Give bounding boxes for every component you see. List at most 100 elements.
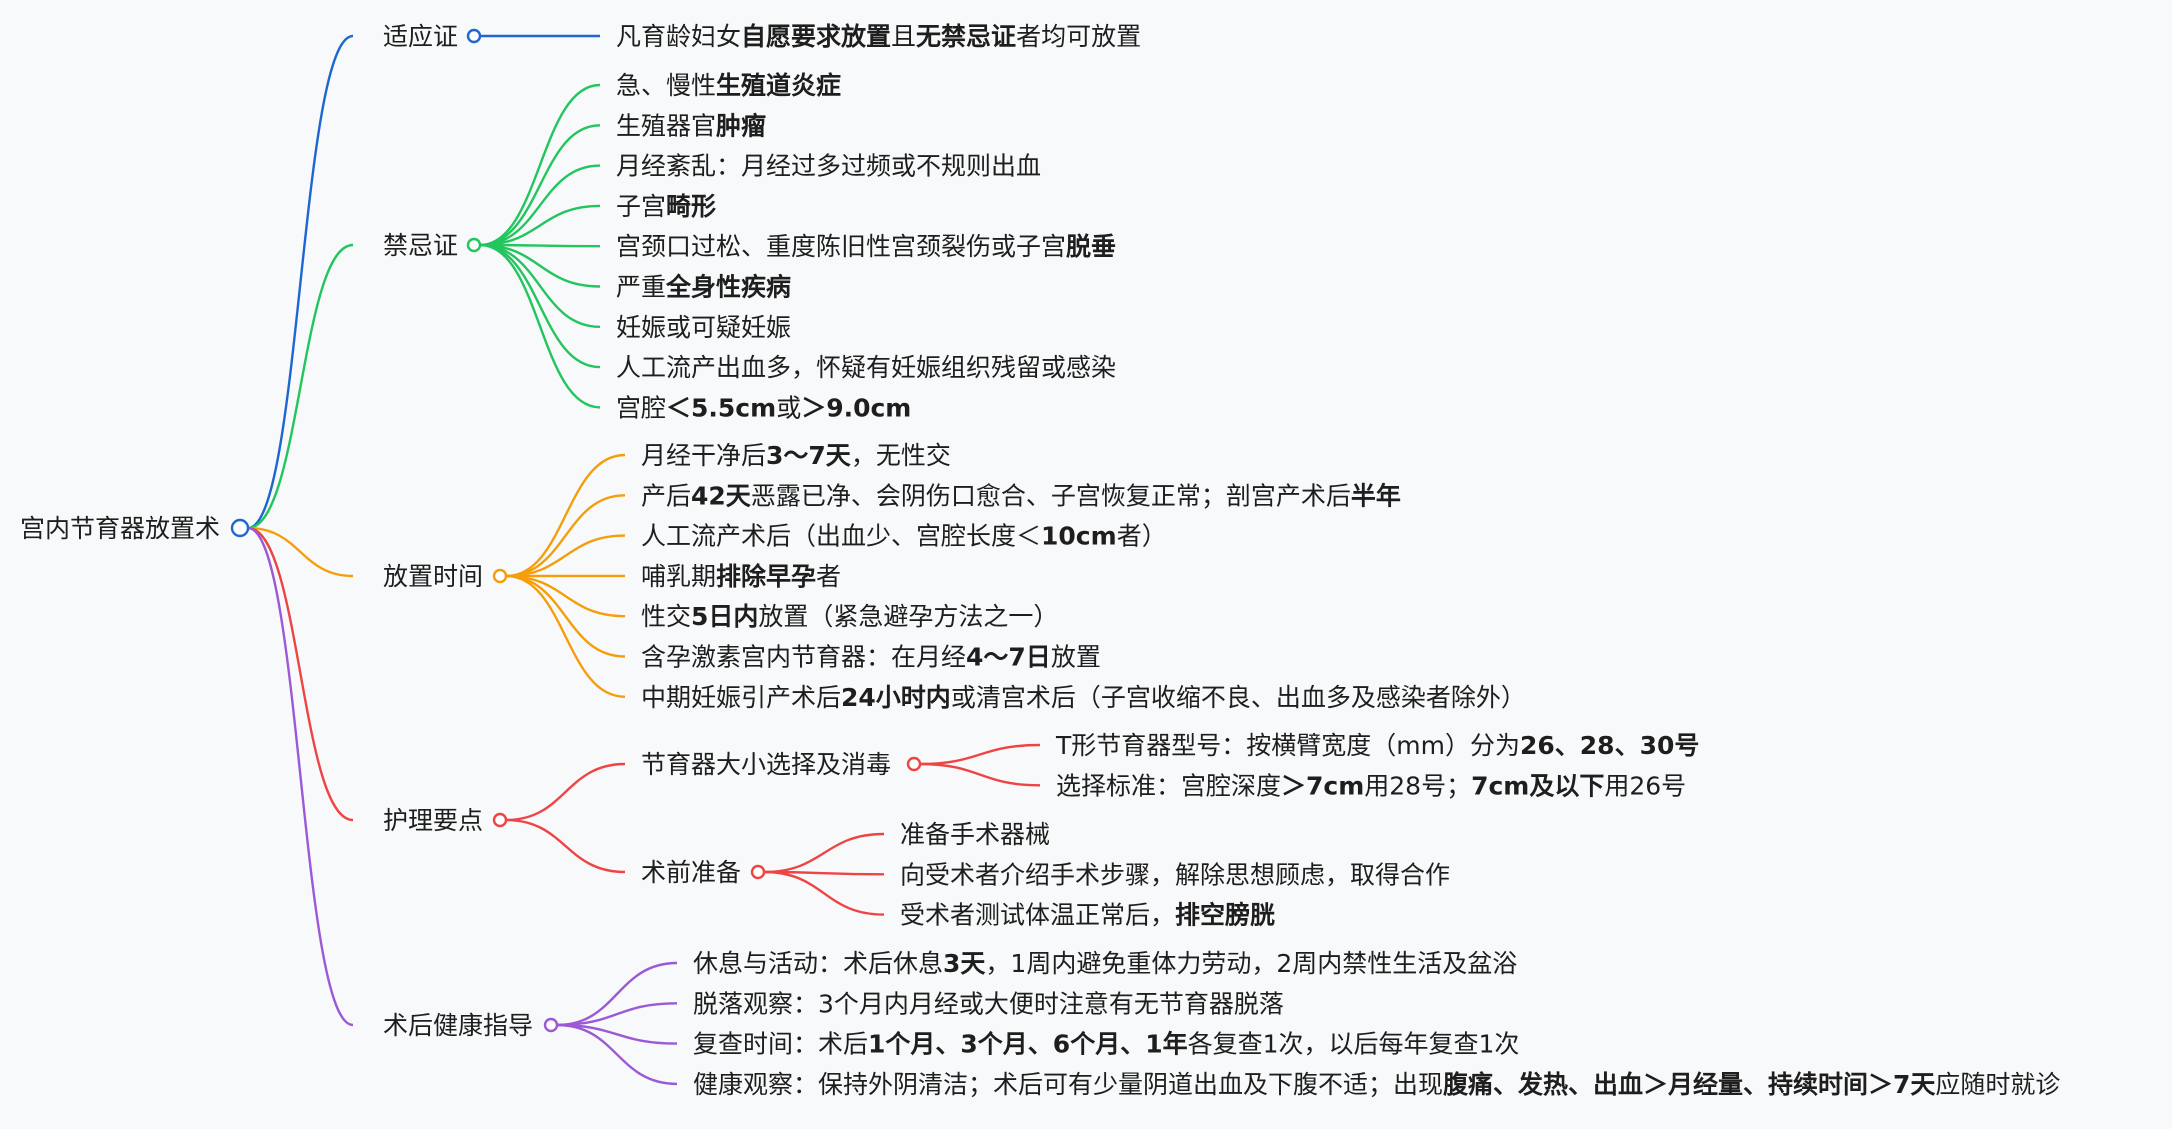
leaf-connector [505,574,626,658]
leaf-timing: 月经干净后3～7天，无性交 [641,441,951,470]
text-segment: 各复查1次，以后每年复查1次 [1188,1030,1520,1059]
bold-segment: 全身性疾病 [665,273,791,302]
text-segment: 生殖器官 [616,111,716,140]
text-segment: 受术者测试体温正常后， [900,901,1175,930]
text-segment: 选择标准：宫腔深度 [1056,771,1281,800]
leaf-connector [919,743,1041,766]
text-segment: 人工流产术后（出血少、宫腔长度＜ [641,522,1041,551]
branch-label-postop: 术后健康指导 [383,1011,533,1040]
leaf-connector [763,870,885,916]
text-segment: 准备手术器械 [900,820,1050,849]
leaf-postop: 脱落观察：3个月内月经或大便时注意有无节育器脱落 [693,989,1284,1018]
text-segment: 者） [1117,522,1167,551]
leaf-contraindications: 妊娠或可疑妊娠 [616,313,791,342]
bold-segment: 10cm [1041,522,1117,551]
text-segment: 中期妊娠引产术后 [641,683,841,712]
text-segment: 产后 [641,481,691,510]
root-connector-postop [247,526,354,1027]
bold-segment: 3～7天 [766,441,851,470]
leaf-contraindications: 生殖器官肿瘤 [616,111,766,140]
sub-branch-node[interactable] [750,864,766,880]
bold-segment: 1个月、3个月、6个月、1年 [868,1030,1188,1059]
text-segment: 用28号； [1364,771,1471,800]
text-segment: 复查时间：术后 [693,1030,868,1059]
text-segment: 者均可放置 [1016,22,1141,51]
leaf-connector [763,832,885,874]
bold-segment: 42天 [691,481,751,510]
text-segment: 恶露已净、会阴伤口愈合、子宫恢复正常；剖宫产术后 [751,481,1351,510]
leaf-nursing: 受术者测试体温正常后，排空膀胱 [900,901,1275,930]
connector-layer [247,34,1041,1086]
leaf-contraindications: 月经紊乱：月经过多过频或不规则出血 [616,152,1041,181]
leaf-contraindications: 人工流产出血多，怀疑有妊娠组织残留或感染 [616,353,1116,382]
leaf-connector [479,83,601,247]
leaf-contraindications: 严重全身性疾病 [616,273,791,302]
text-segment: 急、慢性 [616,71,716,100]
leaf-connector [919,762,1041,787]
bold-segment: 3天 [943,949,985,978]
branch-node-postop[interactable] [543,1017,559,1033]
leaf-timing: 中期妊娠引产术后24小时内或清宫术后（子宫收缩不良、出血多及感染者除外） [641,683,1526,712]
sub-connector [505,818,626,874]
branch-label-contraindications: 禁忌证 [383,231,458,260]
leaf-timing: 产后42天恶露已净、会阴伤口愈合、子宫恢复正常；剖宫产术后半年 [641,481,1401,510]
root-connector-nursing [247,526,354,822]
bold-segment: ＞7cm [1281,771,1364,800]
text-segment: 休息与活动：术后休息 [693,949,943,978]
text-segment: 放置 [1051,643,1101,672]
text-segment: 或清宫术后（子宫收缩不良、出血多及感染者除外） [951,683,1526,712]
bold-segment: 脱垂 [1066,232,1116,261]
branch-node-nursing[interactable] [492,812,508,828]
leaf-connector [556,1023,678,1086]
branch-node-contraindications[interactable] [466,237,482,253]
bold-segment: 肿瘤 [716,111,766,140]
leaf-connector [556,1002,678,1027]
leaf-connector [479,243,601,369]
leaf-nursing: 准备手术器械 [900,820,1050,849]
node-layer: 宫内节育器放置术适应证凡育龄妇女自愿要求放置且无禁忌证者均可放置禁忌证急、慢性生… [20,22,2060,1099]
sub-branch-label: 节育器大小选择及消毒 [641,750,891,779]
leaf-contraindications: 急、慢性生殖道炎症 [616,71,841,100]
leaf-connector [479,204,601,247]
bold-segment: 自愿要求放置 [741,22,891,51]
bold-segment: 半年 [1351,481,1401,510]
text-segment: 者 [816,562,841,591]
bold-segment: 腹痛、发热、出血＞月经量、持续时间＞7天 [1443,1070,1935,1099]
bold-segment: ＞9.0cm [801,393,911,422]
leaf-connector [479,164,601,247]
text-segment: 放置（紧急避孕方法之一） [758,602,1058,631]
text-segment: 哺乳期 [641,562,716,591]
text-segment: 应随时就诊 [1935,1070,2060,1099]
leaf-postop: 休息与活动：术后休息3天，1周内避免重体力劳动，2周内禁性生活及盆浴 [693,949,1517,978]
leaf-postop: 健康观察：保持外阴清洁；术后可有少量阴道出血及下腹不适；出现腹痛、发热、出血＞月… [693,1070,2060,1099]
leaf-indications: 凡育龄妇女自愿要求放置且无禁忌证者均可放置 [616,22,1141,51]
leaf-connector [505,574,626,698]
leaf-connector [556,1023,678,1045]
text-segment: 子宫 [616,192,666,221]
text-segment: T形节育器型号：按横臂宽度（mm）分为 [1055,731,1520,760]
branch-label-timing: 放置时间 [383,562,483,591]
sub-branch-node[interactable] [906,756,922,772]
text-segment: 宫腔 [616,393,666,422]
leaf-timing: 含孕激素宫内节育器：在月经4～7日放置 [641,643,1101,672]
branch-node-timing[interactable] [492,568,508,584]
leaf-timing: 人工流产术后（出血少、宫腔长度＜10cm者） [641,522,1167,551]
bold-segment: 24小时内 [841,683,951,712]
branch-label-nursing: 护理要点 [383,806,483,835]
root-node[interactable] [230,518,250,538]
leaf-connector [556,961,678,1027]
bold-segment: 26、28、30号 [1520,731,1699,760]
leaf-contraindications: 宫腔＜5.5cm或＞9.0cm [616,393,911,422]
leaf-contraindications: 宫颈口过松、重度陈旧性宫颈裂伤或子宫脱垂 [616,232,1116,261]
leaf-connector [479,243,601,328]
text-segment: 凡育龄妇女 [616,22,741,51]
leaf-connector [505,453,626,578]
text-segment: 或 [776,393,801,422]
leaf-connector [479,243,601,248]
text-segment: 妊娠或可疑妊娠 [616,313,791,342]
text-segment: 向受术者介绍手术步骤，解除思想顾虑，取得合作 [900,860,1450,889]
branch-node-indications[interactable] [466,28,482,44]
bold-segment: 7cm及以下 [1471,771,1604,800]
leaf-connector [505,534,626,578]
